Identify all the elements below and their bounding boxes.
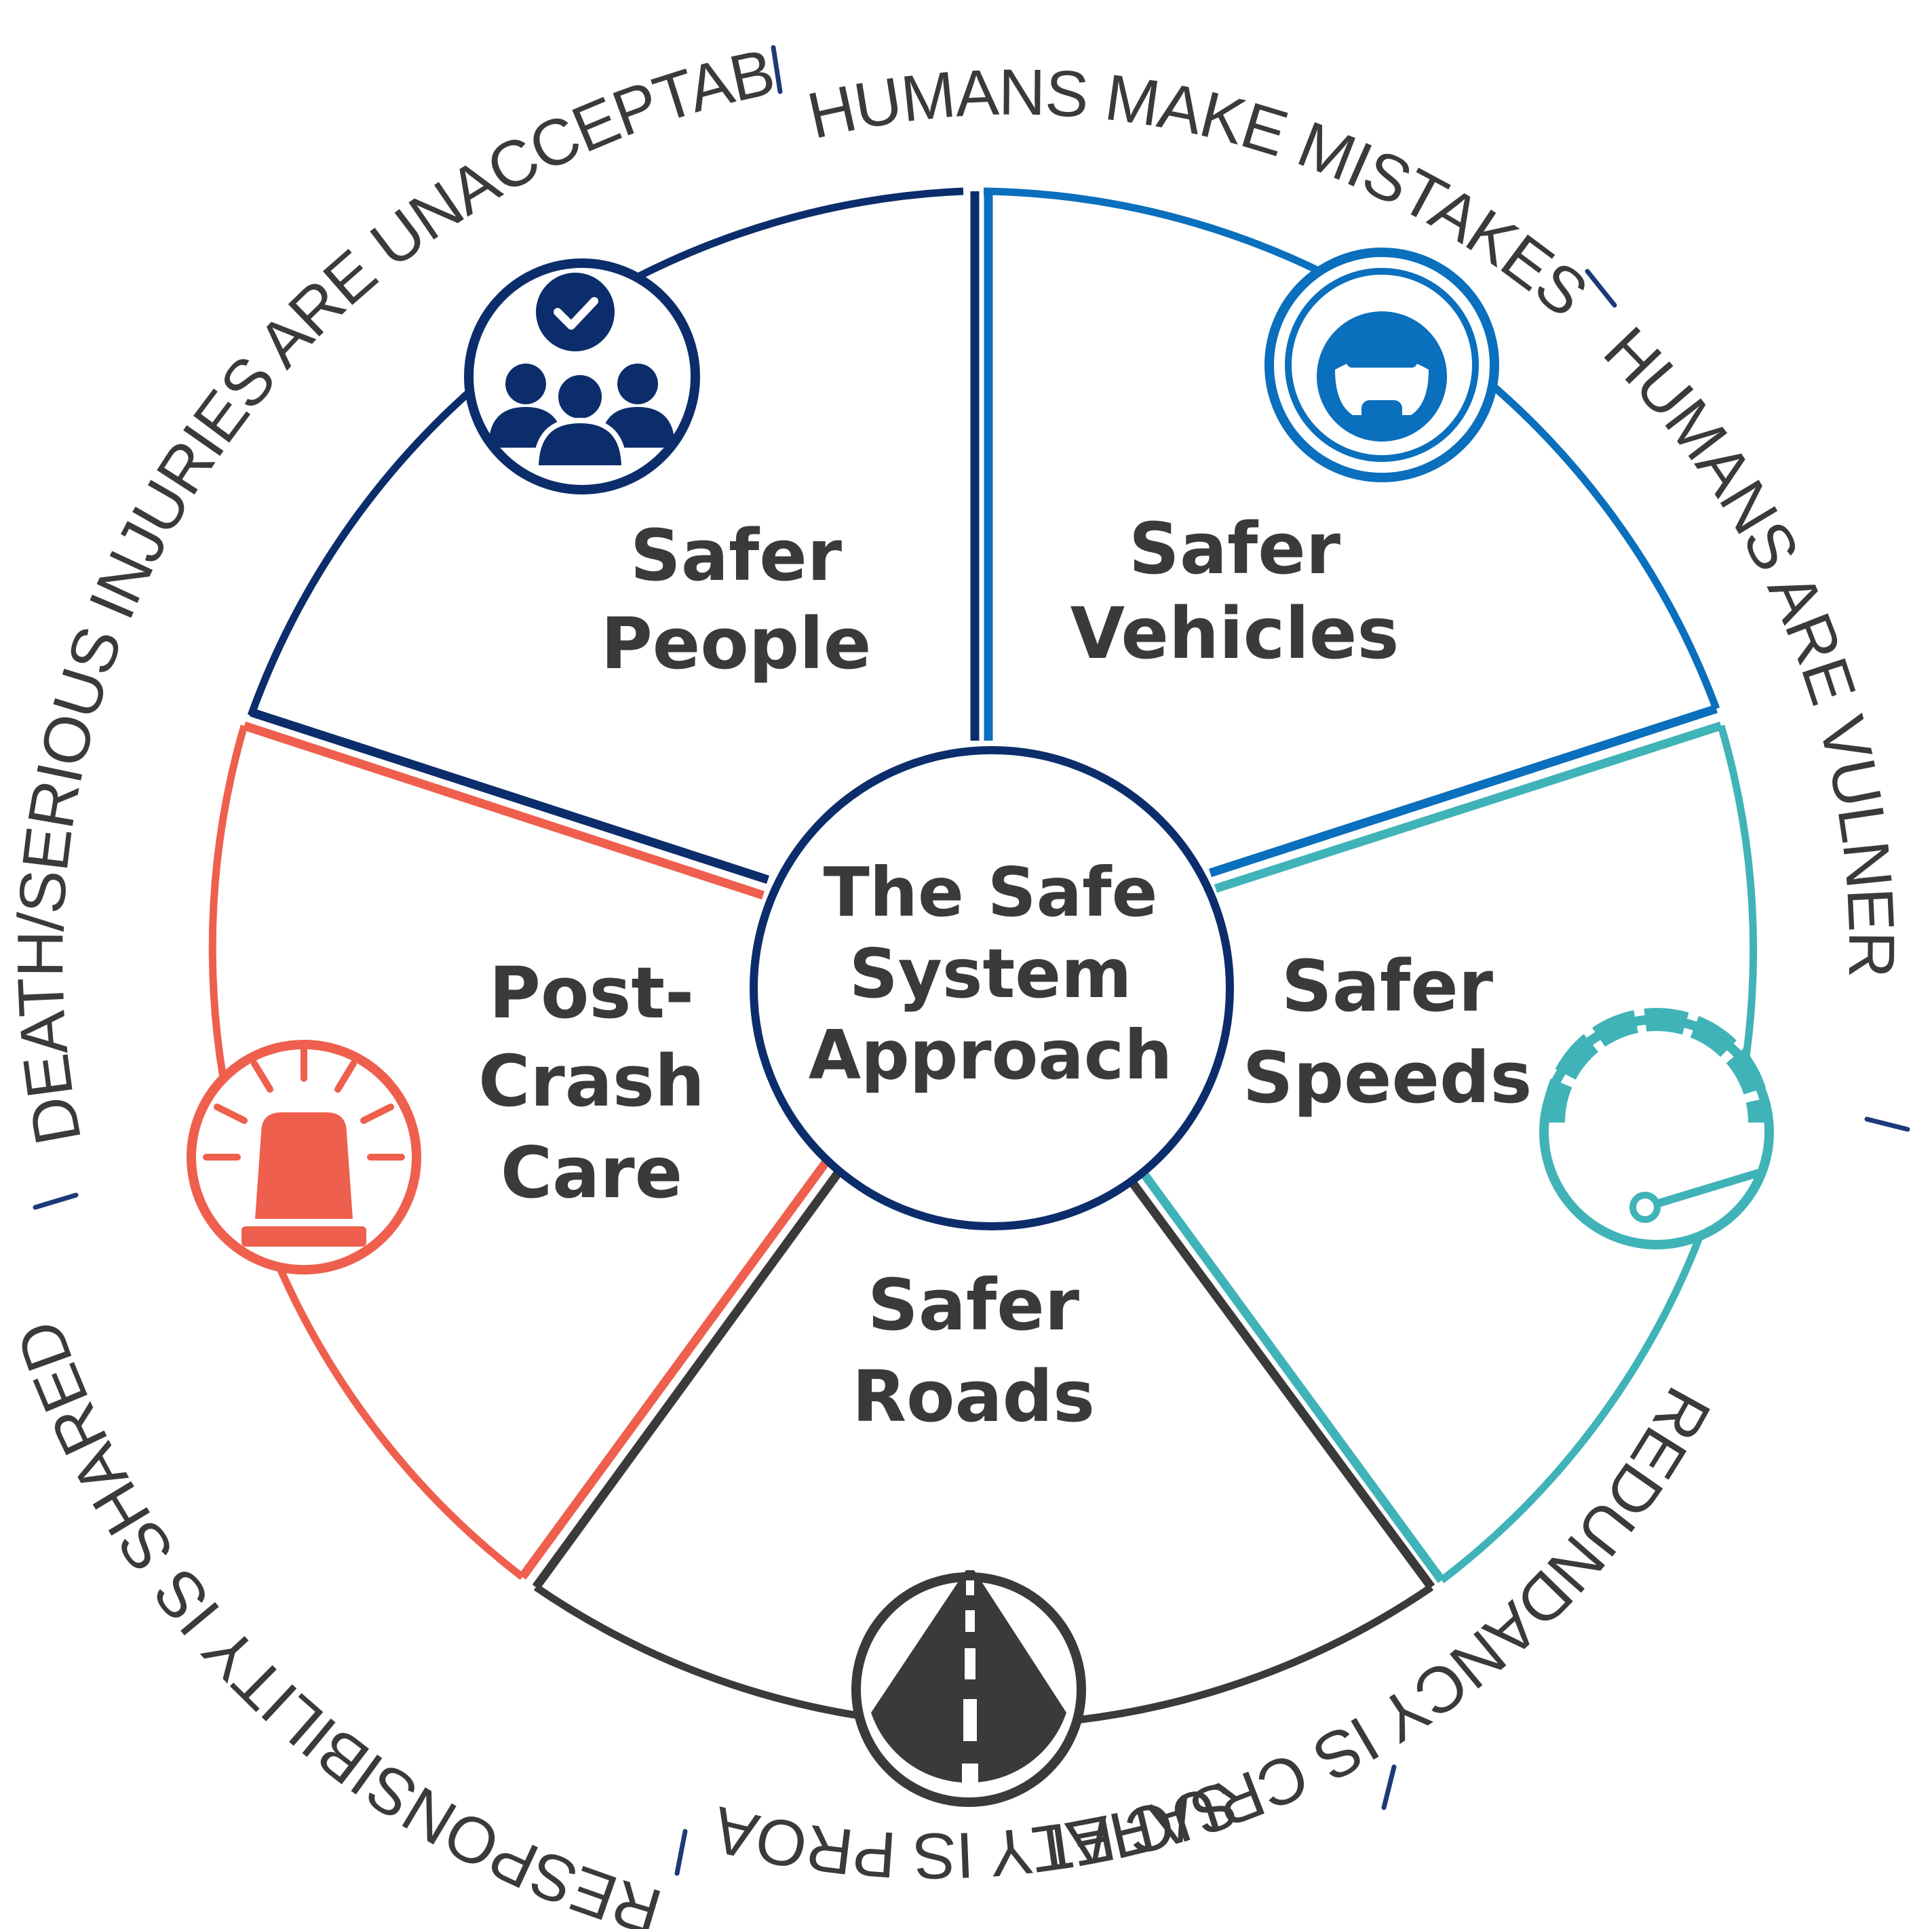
center-label-line3: Approach bbox=[809, 1015, 1173, 1095]
safer-vehicles-label-line2: Vehicles bbox=[1070, 592, 1399, 675]
spoke-roads-postcrash-b bbox=[518, 1157, 832, 1580]
safer-roads-label-line2: Roads bbox=[852, 1355, 1095, 1438]
spoke-vehicles-speeds-b bbox=[1214, 721, 1722, 893]
center-label-line2: System bbox=[849, 934, 1132, 1013]
segment-labels: Safer People Safer Vehicles Safer Speeds… bbox=[478, 507, 1532, 1438]
principle-responsibility-is-shared: RESPONSIBILITY IS SHARED bbox=[3, 1313, 669, 1929]
spoke-roads-postcrash-a bbox=[532, 1166, 845, 1590]
road-icon bbox=[851, 1570, 1086, 1807]
emergency-light-icon bbox=[187, 1040, 421, 1274]
safer-vehicles-label-line1: Safer bbox=[1129, 507, 1340, 590]
principle-separators bbox=[33, 45, 1910, 1876]
separator-bottom bbox=[674, 1829, 688, 1876]
post-crash-care-label-line1: Post- bbox=[489, 952, 694, 1034]
post-crash-care-label-line2: Crash bbox=[478, 1040, 705, 1123]
center-hub: The Safe System Approach bbox=[750, 746, 1234, 1230]
safer-people-label-line1: Safer bbox=[630, 514, 842, 597]
safer-speeds-label-line1: Safer bbox=[1281, 945, 1493, 1028]
separator-bottom-right bbox=[1381, 1764, 1397, 1810]
spokes bbox=[242, 191, 1722, 1590]
separator-left bbox=[33, 1192, 79, 1210]
separator-top bbox=[771, 45, 783, 94]
post-crash-care-label-line3: Care bbox=[501, 1131, 682, 1214]
safer-roads-label-line1: Safer bbox=[868, 1264, 1079, 1346]
spoke-vehicles-speeds-a bbox=[1208, 704, 1718, 878]
spoke-speeds-roads-b bbox=[1124, 1174, 1435, 1590]
safer-people-label-line2: People bbox=[601, 602, 872, 685]
spoke-postcrash-people-a bbox=[242, 721, 765, 900]
spoke-postcrash-people-b bbox=[249, 707, 770, 884]
safer-speeds-label-line2: Speeds bbox=[1243, 1036, 1532, 1119]
separator-top-right bbox=[1585, 269, 1617, 308]
steering-wheel-icon bbox=[1264, 248, 1499, 482]
separator-right bbox=[1864, 1116, 1910, 1132]
center-label-line1: The Safe bbox=[824, 853, 1158, 932]
spoke-speeds-roads-a bbox=[1136, 1165, 1446, 1583]
speedometer-icon bbox=[1539, 1008, 1774, 1249]
people-check-icon bbox=[464, 258, 700, 494]
